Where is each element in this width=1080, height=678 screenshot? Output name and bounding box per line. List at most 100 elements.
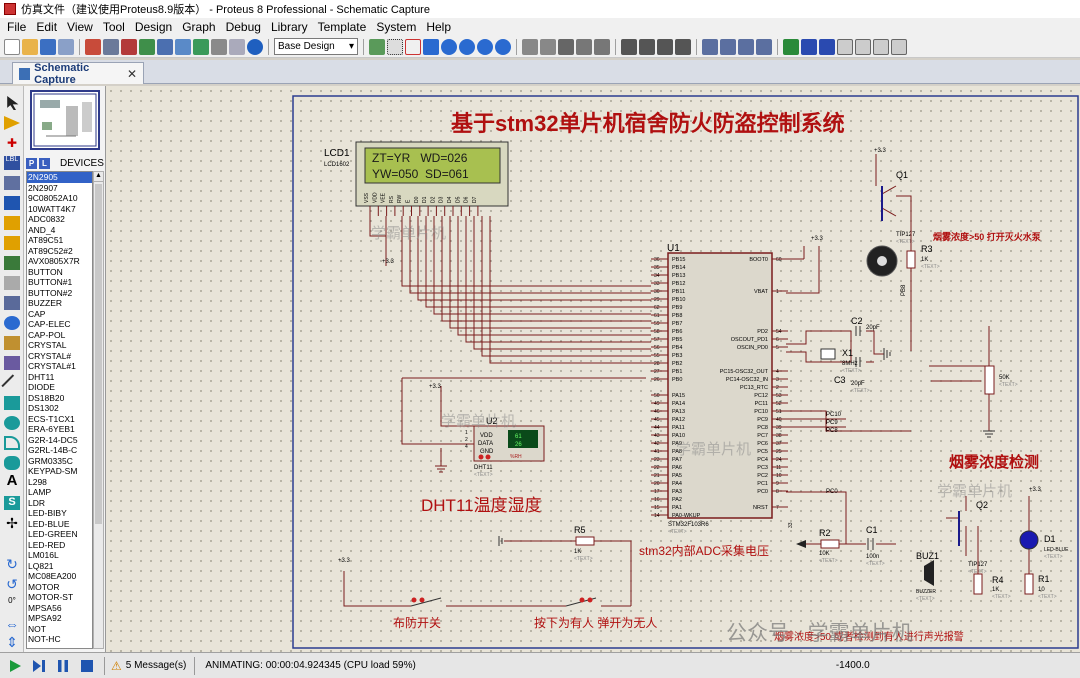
device-list-item[interactable]: CRYSTAL (28, 340, 67, 350)
step-button[interactable] (30, 657, 48, 675)
menu-system[interactable]: System (376, 20, 417, 34)
design-combo[interactable]: Base Design▾ (274, 38, 358, 55)
block-copy-icon[interactable] (621, 38, 637, 55)
device-list-item[interactable]: NOT-HC (28, 634, 61, 644)
notes-icon[interactable] (229, 38, 245, 55)
marker-icon[interactable]: ✢ (6, 515, 18, 531)
device-list-item[interactable]: BUTTON#2 (28, 287, 73, 298)
copy-icon[interactable] (576, 38, 592, 55)
origin-icon[interactable] (405, 38, 421, 55)
zoom-out-icon[interactable] (459, 38, 475, 55)
pick-device-icon[interactable] (702, 38, 718, 55)
device-list-item[interactable]: CRYSTAL# (28, 350, 72, 361)
wire-autorouter-icon[interactable] (783, 38, 799, 55)
device-list-item[interactable]: LQ821 (28, 560, 54, 571)
zoom-area-icon[interactable] (495, 38, 511, 55)
device-list-item[interactable]: LDR (28, 497, 46, 508)
junction-dot-icon[interactable]: ✚ (6, 136, 18, 150)
help-icon[interactable] (247, 38, 263, 55)
symbol-icon[interactable]: S (4, 496, 20, 510)
messages-count[interactable]: 5 Message(s) (125, 660, 187, 671)
redo-icon[interactable] (540, 38, 556, 55)
rotate-anticlockwise-icon[interactable]: ↺ (6, 576, 18, 592)
close-project-icon[interactable] (58, 38, 74, 55)
device-list-item[interactable]: BUZZER (28, 298, 62, 308)
close-icon[interactable]: ✕ (126, 66, 137, 81)
paste-icon[interactable] (594, 38, 610, 55)
device-list-item[interactable]: MOTOR-ST (28, 592, 74, 602)
library-manager-button[interactable]: L (39, 157, 50, 169)
device-list-item[interactable]: 2N2905 (27, 172, 92, 183)
open-folder-icon[interactable] (22, 38, 38, 55)
tape-recorder-icon[interactable] (4, 296, 20, 310)
device-list-item[interactable]: 9C08052A10 (28, 193, 78, 203)
stop-button[interactable] (78, 657, 96, 675)
arc-icon[interactable] (4, 436, 20, 450)
text-icon[interactable]: A (6, 472, 18, 489)
schematic-icon[interactable] (103, 38, 119, 55)
zoom-all-icon[interactable] (477, 38, 493, 55)
source-code-icon[interactable] (211, 38, 227, 55)
device-list-item[interactable]: LAMP (28, 487, 52, 497)
make-device-icon[interactable] (720, 38, 736, 55)
graph-icon[interactable] (4, 276, 20, 290)
selection-mode-icon[interactable] (7, 96, 19, 110)
menu-debug[interactable]: Debug (225, 20, 261, 34)
exit-to-parent-icon[interactable] (873, 38, 889, 55)
block-delete-icon[interactable] (675, 38, 691, 55)
device-list-item[interactable]: CAP (28, 308, 46, 319)
block-rotate-icon[interactable] (657, 38, 673, 55)
device-list-item[interactable]: GRM0335C (28, 455, 73, 466)
device-list-item[interactable]: CRYSTAL#1 (28, 361, 76, 371)
menu-template[interactable]: Template (317, 20, 367, 34)
grid-icon[interactable] (387, 38, 403, 55)
device-list-item[interactable]: CAP-POL (28, 329, 66, 340)
decompose-icon[interactable] (756, 38, 772, 55)
device-list-item[interactable]: L298 (28, 476, 47, 487)
line-icon[interactable] (1, 374, 23, 396)
new-file-icon[interactable] (4, 38, 20, 55)
device-list-item[interactable]: CAP-ELEC (28, 319, 71, 329)
menu-file[interactable]: File (7, 20, 27, 34)
menu-library[interactable]: Library (270, 20, 308, 34)
scroll-up-icon[interactable]: ▲ (94, 172, 103, 182)
device-list-item[interactable]: ECS-T1CX1 (28, 413, 75, 424)
buses-icon[interactable] (4, 196, 20, 210)
refresh-icon[interactable] (369, 38, 385, 55)
pick-device-button[interactable]: P (26, 157, 37, 169)
device-list-item[interactable]: NOT (28, 623, 46, 634)
menu-help[interactable]: Help (426, 20, 452, 34)
3d-view-icon[interactable] (157, 38, 173, 55)
generator-icon[interactable] (4, 316, 20, 330)
property-assign-icon[interactable] (819, 38, 835, 55)
home-icon[interactable] (85, 38, 101, 55)
new-sheet-icon[interactable] (837, 38, 853, 55)
rotation-angle-field[interactable]: 0° (8, 596, 16, 605)
device-list-item[interactable]: DS1302 (28, 403, 59, 413)
text-script-icon[interactable] (4, 176, 20, 190)
device-list-item[interactable]: KEYPAD-SM (28, 466, 78, 476)
device-list-item[interactable]: LED-GREEN (28, 529, 78, 539)
menu-graph[interactable]: Graph (182, 20, 216, 34)
mirror-y-icon[interactable]: ⇕ (6, 634, 18, 650)
packaging-icon[interactable] (738, 38, 754, 55)
mirror-x-icon[interactable]: ⇔ (5, 616, 19, 632)
scroll-thumb[interactable] (95, 184, 102, 524)
zoom-in-icon[interactable] (441, 38, 457, 55)
path-icon[interactable] (4, 456, 20, 470)
device-list-item[interactable]: AVX0805X7R (28, 256, 80, 266)
device-list-item[interactable]: AT89C52#2 (28, 245, 73, 256)
wire-label-icon[interactable]: LBL (4, 156, 20, 170)
device-list-item[interactable]: DS18B20 (28, 392, 65, 403)
device-list-item[interactable]: MOTOR (28, 581, 60, 592)
device-list-item[interactable]: LM016L (28, 550, 59, 560)
pcb-icon[interactable] (121, 38, 137, 55)
schematic-canvas[interactable]: 基于stm32单片机宿舍防火防盗控制系统 LCD1 LCD1602 ZT=YR … (106, 86, 1080, 652)
undo-icon[interactable] (522, 38, 538, 55)
device-list-item[interactable]: AND_4 (28, 224, 56, 235)
remove-sheet-icon[interactable] (855, 38, 871, 55)
device-list-item[interactable]: MPSA56 (28, 602, 62, 613)
bom-icon[interactable] (193, 38, 209, 55)
device-list-item[interactable]: 10WATT4K7 (28, 203, 76, 214)
overview-window[interactable] (30, 90, 100, 150)
